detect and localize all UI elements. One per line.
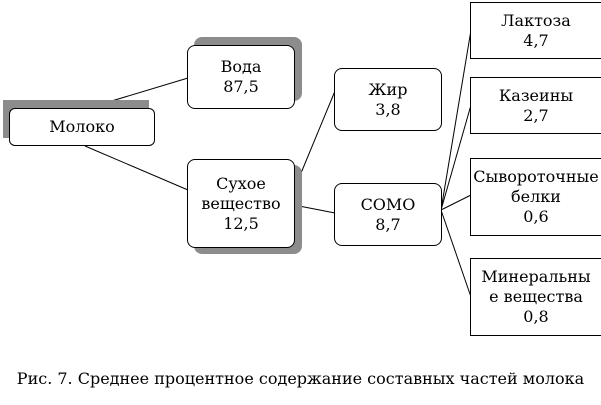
- node-lactose-value: 4,7: [523, 30, 549, 50]
- node-somo-value: 8,7: [375, 214, 401, 234]
- node-lactose-label: Лактоза: [501, 10, 571, 30]
- line-milk-dry: [84, 145, 189, 191]
- node-dry-matter-label-1: Сухое: [216, 173, 266, 193]
- node-lactose: Лактоза 4,7: [470, 2, 601, 59]
- node-fat-label: Жир: [368, 79, 408, 99]
- node-somo-label: СОМО: [360, 194, 416, 214]
- node-fat-value: 3,8: [375, 99, 401, 119]
- node-milk-label: Молоко: [49, 117, 115, 136]
- line-somo-lactose: [440, 29, 472, 211]
- line-somo-whey: [440, 194, 472, 211]
- node-fat: Жир 3,8: [334, 68, 442, 131]
- node-whey-proteins: Сывороточные белки 0,6: [470, 158, 601, 236]
- node-caseins: Казеины 2,7: [470, 77, 601, 134]
- node-caseins-label: Казеины: [498, 85, 574, 105]
- node-minerals-label-2: е вещества: [489, 287, 583, 306]
- node-milk: Молоко: [9, 108, 155, 146]
- node-dry-matter-label-2: вещество: [201, 193, 281, 213]
- node-somo: СОМО 8,7: [334, 183, 442, 246]
- node-water: Вода 87,5: [187, 45, 295, 109]
- node-whey-value: 0,6: [523, 207, 549, 226]
- line-somo-minerals: [440, 209, 472, 298]
- node-dry-matter-value: 12,5: [223, 213, 259, 233]
- node-whey-label-2: белки: [511, 187, 561, 206]
- node-minerals-label-1: Минеральны: [481, 267, 591, 286]
- node-whey-label-1: Сывороточные: [473, 167, 599, 186]
- node-minerals: Минеральны е вещества 0,8: [470, 258, 601, 336]
- line-somo-caseins: [440, 104, 472, 211]
- node-water-value: 87,5: [223, 77, 259, 96]
- node-minerals-value: 0,8: [523, 307, 549, 326]
- node-water-label: Вода: [220, 57, 262, 76]
- node-caseins-value: 2,7: [523, 105, 549, 125]
- figure-caption: Рис. 7. Среднее процентное содержание со…: [16, 369, 585, 388]
- node-dry-matter: Сухое вещество 12,5: [187, 159, 295, 248]
